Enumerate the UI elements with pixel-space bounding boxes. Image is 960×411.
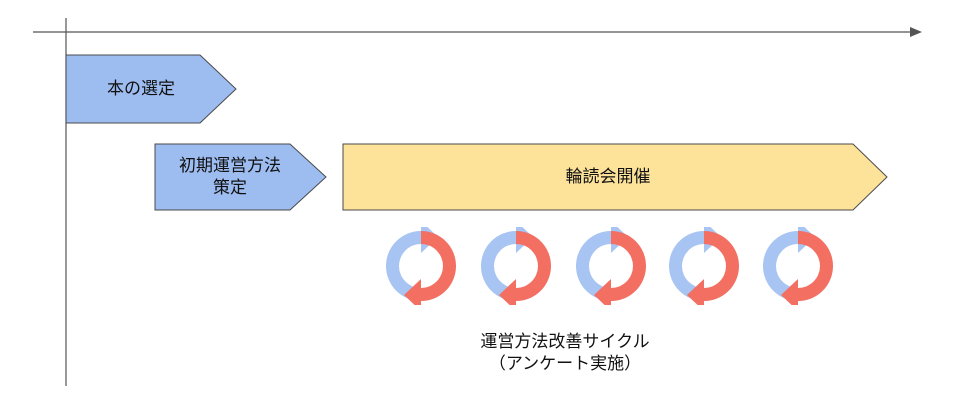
phase-initial-method-line1: 初期運営方法 bbox=[179, 156, 281, 176]
phase-initial-method-label: 初期運営方法 策定 bbox=[155, 144, 305, 210]
refresh-cycle-icon bbox=[481, 227, 551, 305]
phase-reading-sessions-shape bbox=[342, 143, 888, 211]
refresh-cycle-icon bbox=[386, 227, 456, 305]
cycle-caption-line2: （アンケート実施） bbox=[488, 354, 642, 374]
refresh-cycle-icon bbox=[669, 227, 739, 305]
phase-initial-method-line2: 策定 bbox=[213, 178, 247, 198]
phase-book-selection-label: 本の選定 bbox=[107, 79, 175, 99]
phase-book-selection-shape bbox=[65, 54, 237, 124]
time-axis-arrowhead bbox=[910, 27, 922, 37]
cycle-caption: 運営方法改善サイクル （アンケート実施） bbox=[400, 328, 730, 378]
refresh-cycle-icon bbox=[763, 227, 833, 305]
phase-initial-method-shape bbox=[154, 143, 327, 211]
phase-reading-sessions-label: 輪読会開催 bbox=[565, 167, 651, 187]
refresh-cycle-icon bbox=[576, 227, 646, 305]
cycle-caption-line1: 運営方法改善サイクル bbox=[480, 332, 650, 352]
